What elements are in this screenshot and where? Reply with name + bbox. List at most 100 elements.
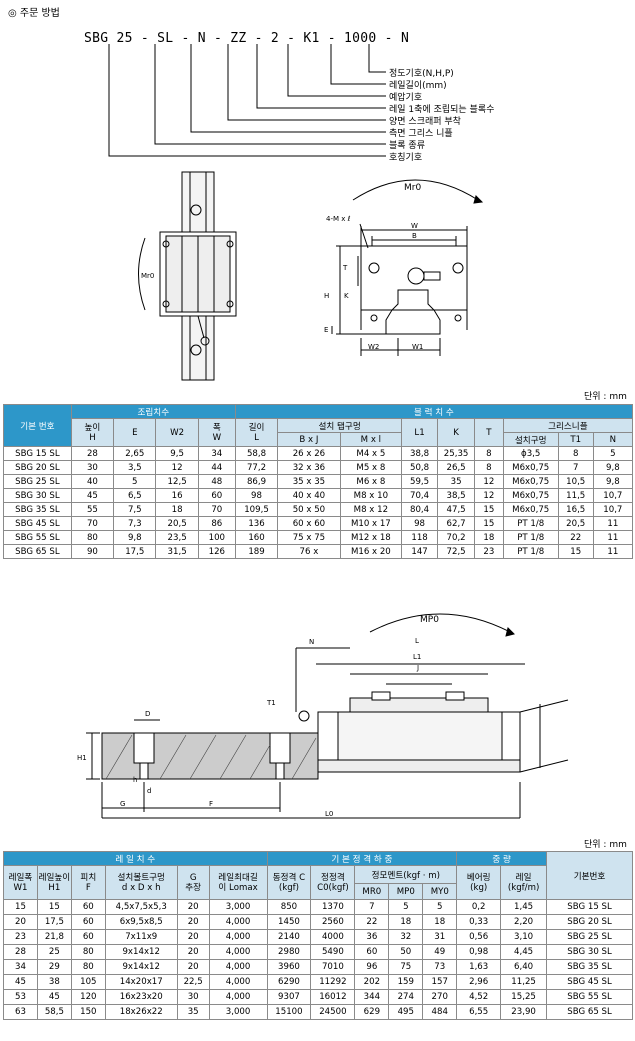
table2-cell: 9x14x12: [104, 944, 178, 960]
table1-cell: 11: [592, 544, 634, 559]
table1-cell: SBG 25 SL: [3, 474, 72, 489]
table1-cell: 18: [155, 502, 199, 517]
g-label: G: [120, 800, 125, 808]
l0-label: L0: [325, 810, 333, 818]
table2-cell: 4,000: [208, 974, 268, 990]
table2-cell: 49: [422, 944, 458, 960]
table2-cell: 73: [422, 959, 458, 975]
table1-cell: 9,8: [113, 530, 157, 545]
table2-cell: SBG 65 SL: [546, 1004, 633, 1020]
table1-cell: M8 x 12: [339, 502, 403, 517]
table1-cell: 12: [474, 488, 504, 503]
table1-cell: 60: [197, 488, 236, 503]
table2-cell: 4,52: [456, 989, 502, 1005]
table2-cell: 6,40: [500, 959, 548, 975]
table2-cell: 6290: [266, 974, 312, 990]
table1-cell: 70,2: [437, 530, 476, 545]
t2-col-w1: 레일폭 W1: [3, 865, 38, 900]
e-label: E: [324, 326, 328, 334]
table1-cell: 86,9: [234, 474, 279, 489]
mp0-label: MP0: [420, 615, 439, 625]
table2-cell: 80: [70, 944, 106, 960]
table2-cell: 50: [388, 944, 424, 960]
table1-cell: 22: [557, 530, 594, 545]
table2-cell: 20: [176, 899, 210, 915]
table2-cell: 629: [354, 1004, 390, 1020]
t1-col-w2: W2: [155, 418, 199, 447]
table1-cell: 12,5: [155, 474, 199, 489]
t2-col-bolt: 설치볼트구멍 d x D x h: [104, 865, 178, 900]
table2-cell: 17,5: [36, 914, 72, 930]
table1-cell: 98: [234, 488, 279, 503]
t2-col-lmax: 레일최대길 이 Lomax: [208, 865, 268, 900]
table2-cell: 53: [3, 989, 38, 1005]
t1-col-mount: 설치 탭구멍: [277, 418, 403, 433]
table2-cell: 5: [388, 899, 424, 915]
t2-col-c: 동정격 C (kgf): [266, 865, 312, 900]
table2-cell: 120: [70, 989, 106, 1005]
h-small-label: h: [133, 776, 137, 784]
table1-cell: PT 1/8: [502, 516, 559, 531]
k-label: K: [344, 292, 349, 300]
table2-cell: 25: [36, 944, 72, 960]
table2-cell: 2,20: [500, 914, 548, 930]
table2-cell: 157: [422, 974, 458, 990]
order-method-title: ◎ 주문 방법: [8, 8, 60, 19]
t1-col-height: 높이 H: [70, 418, 115, 447]
table2-cell: 4,000: [208, 914, 268, 930]
table2-cell: 15: [36, 899, 72, 915]
table1-cell: SBG 15 SL: [3, 446, 72, 461]
h-label: H: [324, 292, 329, 300]
table2-cell: 38: [36, 974, 72, 990]
table2-cell: 6,55: [456, 1004, 502, 1020]
code-leader-lines: [108, 44, 386, 157]
table1-cell: 11: [592, 530, 634, 545]
t1-col-width: 폭 W: [197, 418, 236, 447]
rail-dimension-table: 레 일 치 수 기 본 정 격 하 중 중 량 기본번호 레일폭 W1 레일높이…: [3, 851, 633, 1020]
table1-cell: 20,5: [557, 516, 594, 531]
table2-cell: 35: [176, 1004, 210, 1020]
table2-cell: 4,000: [208, 929, 268, 945]
table2-cell: 9x14x12: [104, 959, 178, 975]
table2-cell: 36: [354, 929, 390, 945]
table1-cell: 126: [197, 544, 236, 559]
table1-cell: M6x0,75: [502, 488, 559, 503]
code-desc-rail-length: 레일길이(mm): [389, 81, 447, 91]
table2-cell: 5: [422, 899, 458, 915]
table1-cell: 17,5: [113, 544, 157, 559]
table1-cell: M4 x 5: [339, 446, 403, 461]
t2-head-basic: 기본번호: [546, 851, 633, 900]
table1-cell: 76 x: [277, 544, 341, 559]
b-label: B: [412, 232, 417, 240]
table2-cell: 31: [422, 929, 458, 945]
t2-col-mp0: MP0: [388, 883, 424, 900]
table2-cell: 22,5: [176, 974, 210, 990]
table2-cell: 4000: [310, 929, 356, 945]
l1-label: L1: [413, 653, 421, 661]
table2-cell: SBG 55 SL: [546, 989, 633, 1005]
table1-cell: 6,5: [113, 488, 157, 503]
table1-cell: 8: [474, 446, 504, 461]
table2-cell: 7010: [310, 959, 356, 975]
table1-cell: 12: [155, 460, 199, 475]
table2-cell: 23,90: [500, 1004, 548, 1020]
table2-cell: 150: [70, 1004, 106, 1020]
table2-cell: SBG 20 SL: [546, 914, 633, 930]
table2-cell: 15: [3, 899, 38, 915]
table1-cell: SBG 30 SL: [3, 488, 72, 503]
table2-cell: SBG 15 SL: [546, 899, 633, 915]
table1-cell: 48: [197, 474, 236, 489]
table1-cell: 60 x 60: [277, 516, 341, 531]
block-dimension-table: 기본 번호 조립치수 블 럭 치 수 높이 H E W2 폭 W 길이 L 설치…: [3, 404, 634, 559]
table2-cell: 2,96: [456, 974, 502, 990]
table2-cell: 60: [354, 944, 390, 960]
table1-cell: 50,8: [401, 460, 439, 475]
table2-unit: 단위 : mm: [584, 840, 627, 850]
designation-code: SBG 25 - SL - N - ZZ - 2 - K1 - 1000 - N: [84, 31, 410, 46]
table1-cell: 189: [234, 544, 279, 559]
